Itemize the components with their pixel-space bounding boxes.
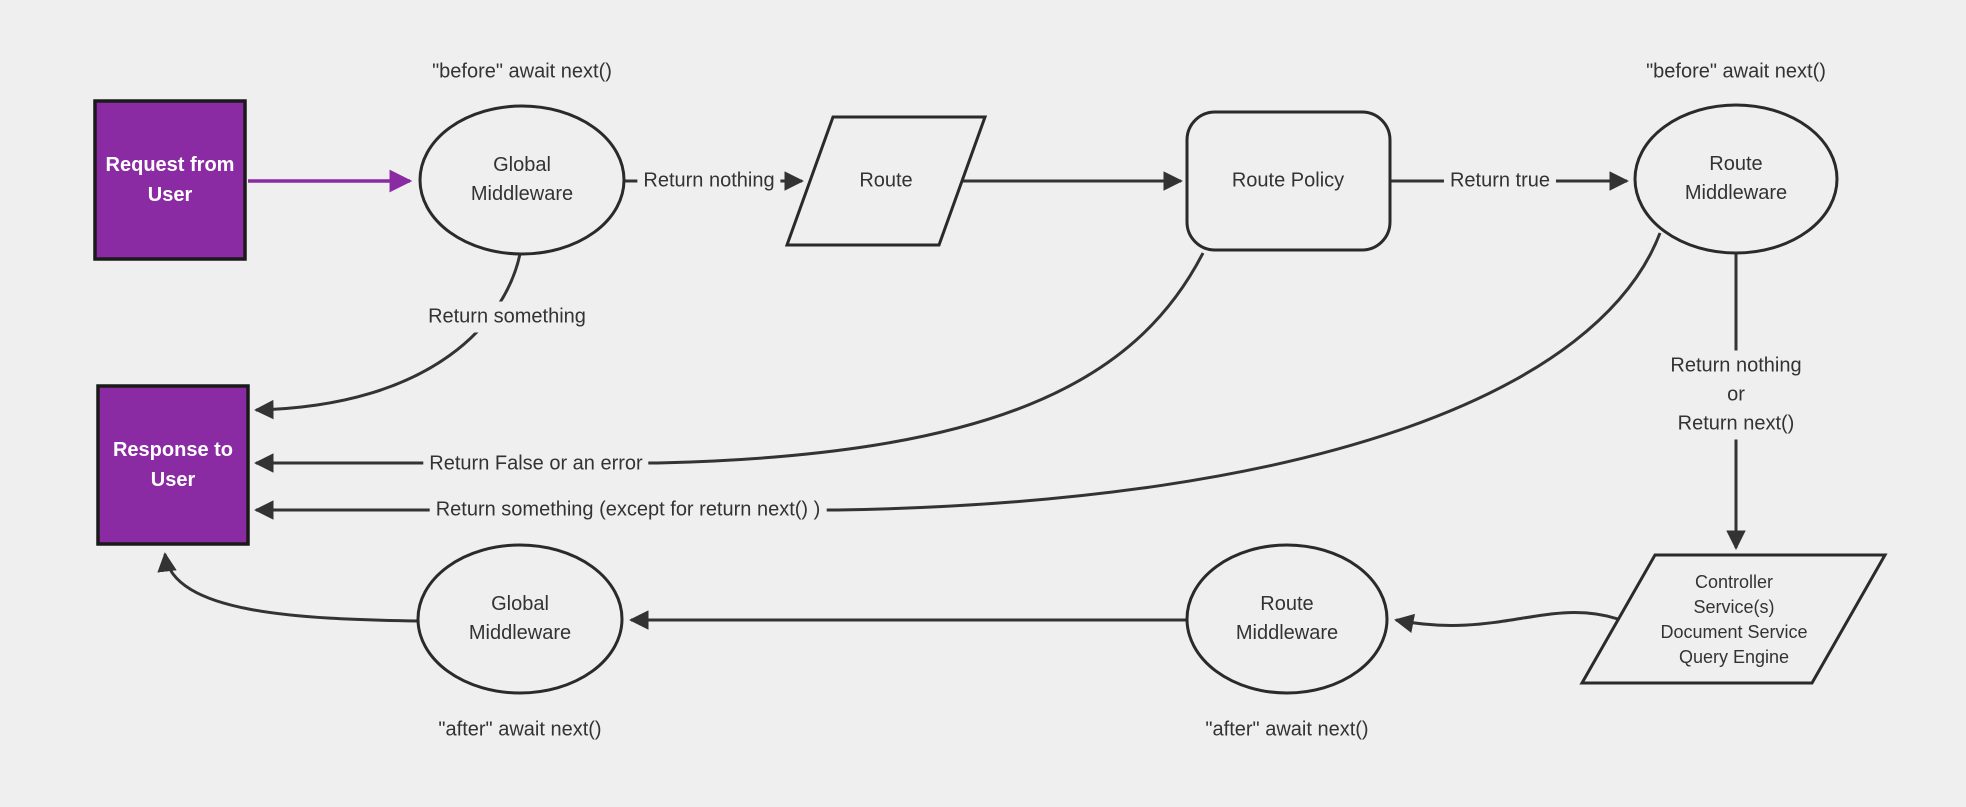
return-nothing-edge-label: Return nothing bbox=[637, 165, 781, 197]
before-await-next-left-annotation: "before" await next() bbox=[432, 60, 612, 83]
return-nothing-or-next-edge-label: Return nothing or Return next() bbox=[1664, 350, 1808, 440]
after-await-next-right-annotation: "after" await next() bbox=[1205, 718, 1369, 741]
return-something-edge-label: Return something bbox=[422, 301, 592, 333]
edge-controller-to-route-middleware-after bbox=[1394, 611, 1619, 633]
route-node bbox=[784, 115, 988, 247]
request-from-user-node bbox=[93, 99, 247, 261]
edge-route-middleware-return-something-except bbox=[254, 232, 1662, 520]
edge-global-middleware-to-response bbox=[157, 552, 419, 623]
response-to-user-node bbox=[96, 384, 250, 546]
return-true-edge-label: Return true bbox=[1443, 165, 1557, 197]
return-something-except-edge-label: Return something (except for return next… bbox=[429, 494, 827, 526]
after-await-next-left-annotation: "after" await next() bbox=[438, 718, 602, 741]
route-middleware-top-node bbox=[1633, 103, 1839, 255]
return-false-edge-label: Return False or an error bbox=[423, 448, 649, 480]
route-policy-node bbox=[1185, 110, 1392, 252]
edge-global-middleware-return-something bbox=[254, 253, 522, 420]
global-middleware-top-node bbox=[418, 104, 626, 256]
global-middleware-bottom-node bbox=[416, 543, 624, 695]
route-middleware-bottom-node bbox=[1185, 543, 1389, 695]
controller-services-node bbox=[1579, 553, 1888, 685]
before-await-next-right-annotation: "before" await next() bbox=[1646, 60, 1826, 83]
edge-route-policy-return-false bbox=[254, 252, 1205, 473]
